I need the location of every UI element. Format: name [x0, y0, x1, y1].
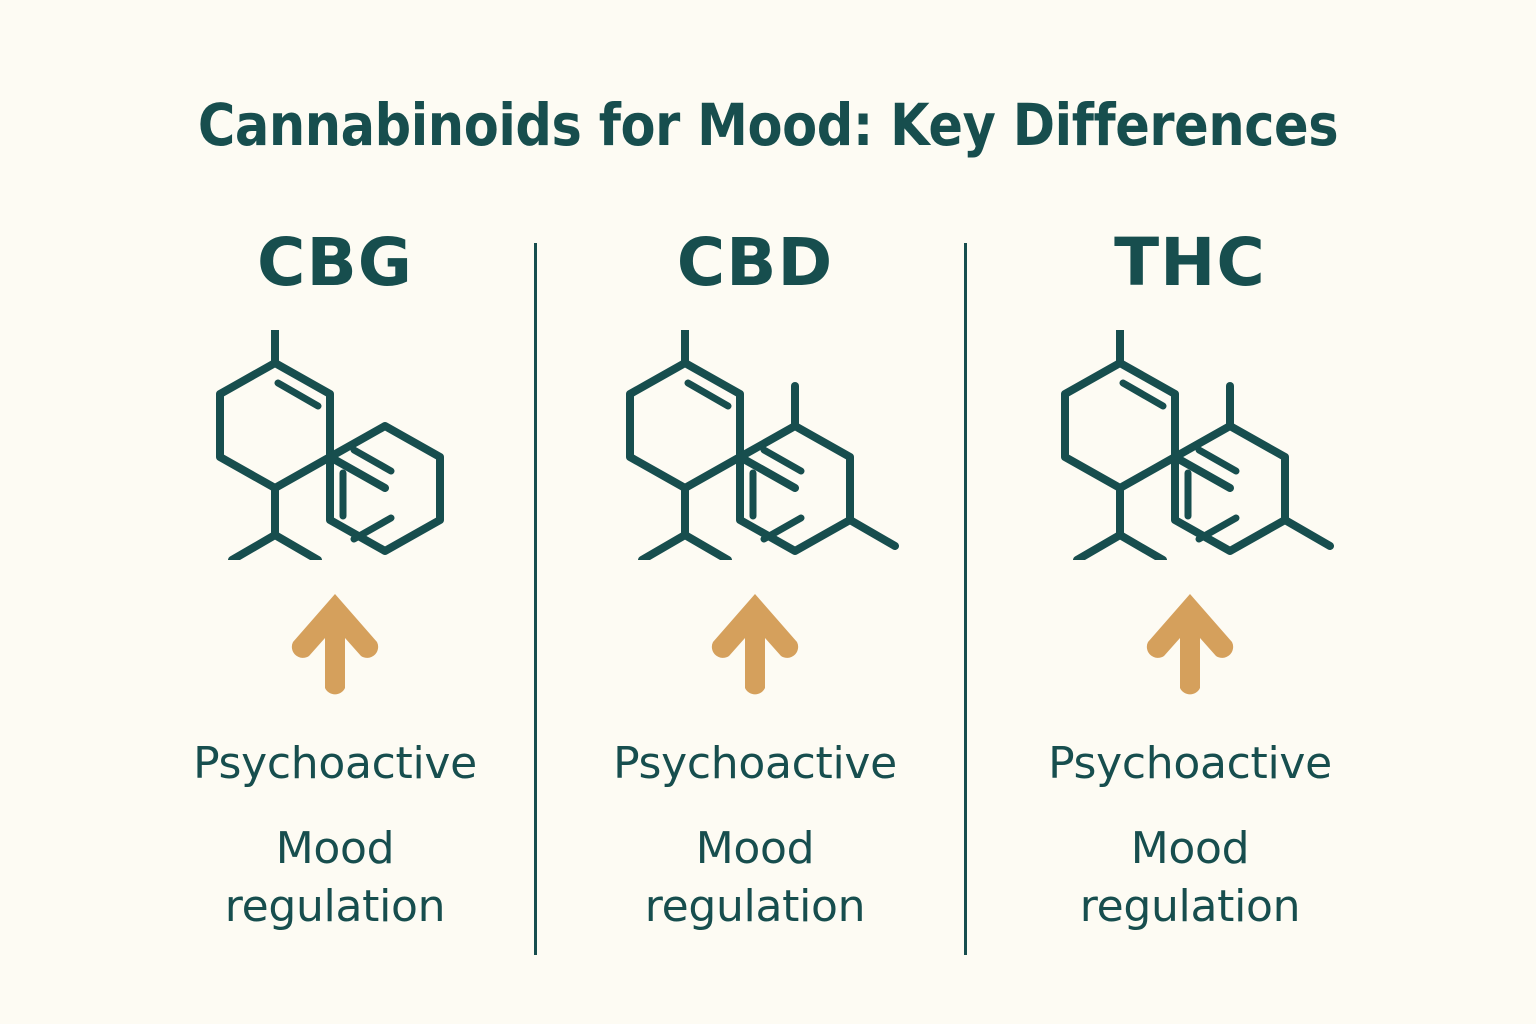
benefit-label-cbd: Mood regulation: [644, 823, 866, 933]
column-heading-thc: THC: [1114, 224, 1266, 301]
up-arrow-icon: [1146, 594, 1234, 695]
comparison-column-thc: THC: [980, 228, 1400, 937]
cbg-molecule-icon: [125, 320, 545, 570]
page-title: Cannabinoids for Mood: Key Differences: [197, 91, 1339, 159]
thc-trend-arrow: [980, 576, 1400, 716]
column-heading-cbg: CBG: [257, 224, 413, 301]
comparison-column-cbd: CBD: [545, 228, 965, 937]
up-arrow-icon: [711, 594, 799, 695]
comparison-column-cbg: CBG: [125, 228, 545, 937]
effect-label-cbg: Psychoactive: [193, 738, 477, 789]
effect-label-thc: Psychoactive: [1048, 738, 1332, 789]
cbd-trend-arrow: [545, 576, 965, 716]
benefit-label-cbg: Mood regulation: [224, 823, 446, 933]
column-divider-2: [964, 243, 967, 955]
column-heading-cbd: CBD: [676, 224, 834, 301]
benefit-label-thc: Mood regulation: [1079, 823, 1301, 933]
cbd-molecule-icon: [545, 320, 965, 570]
up-arrow-icon: [291, 594, 379, 695]
column-divider-1: [534, 243, 537, 955]
effect-label-cbd: Psychoactive: [613, 738, 897, 789]
thc-molecule-icon: [980, 320, 1400, 570]
cbg-trend-arrow: [125, 576, 545, 716]
